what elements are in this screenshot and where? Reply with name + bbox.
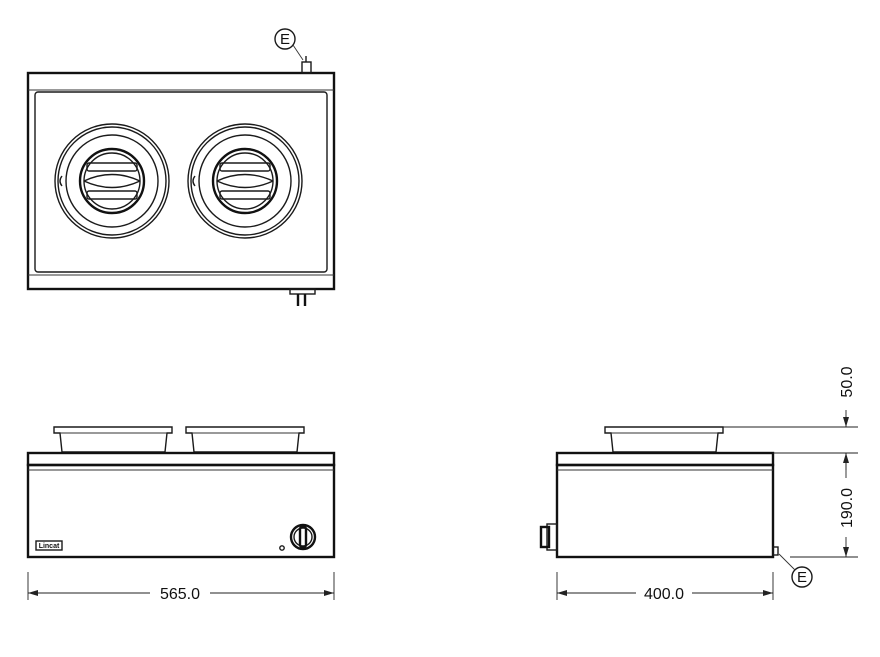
front-body [26, 463, 336, 559]
callout-e-top-label: E [280, 31, 290, 48]
dimension-body-height-label: 190.0 [839, 488, 856, 528]
control-stem-top [289, 288, 316, 306]
well-right [187, 123, 303, 239]
front-body-top [26, 451, 336, 467]
control-knob-side [539, 523, 558, 551]
dimension-width: 565.0 [27, 572, 335, 603]
side-body-top [555, 451, 775, 467]
callout-e-side-label: E [797, 569, 807, 586]
dimension-width-label: 565.0 [160, 586, 200, 603]
control-knob [279, 523, 317, 551]
side-body [555, 463, 775, 559]
dimension-depth-label: 400.0 [644, 586, 684, 603]
dimension-depth: 400.0 [556, 572, 774, 603]
earth-stud-side [772, 546, 779, 556]
well-left [54, 123, 170, 239]
brand-plate: Lincat [35, 540, 63, 551]
dimension-vertical: 50.0 190.0 [723, 366, 858, 558]
dimension-pot-height-label: 50.0 [839, 366, 856, 397]
top-view-outer-frame [26, 71, 336, 291]
pot-right [185, 426, 305, 453]
top-view: E [26, 28, 336, 306]
earth-stud-top [301, 56, 312, 74]
brand-label: Lincat [39, 543, 60, 550]
pot-side [604, 426, 724, 453]
callout-e-top: E [274, 28, 304, 61]
side-view: E 400.0 50.0 190.0 [539, 366, 858, 603]
front-view: Lincat 565.0 [26, 426, 336, 603]
callout-e-side: E [778, 553, 813, 588]
pot-left [53, 426, 173, 453]
top-view-inner-panel [34, 91, 328, 273]
